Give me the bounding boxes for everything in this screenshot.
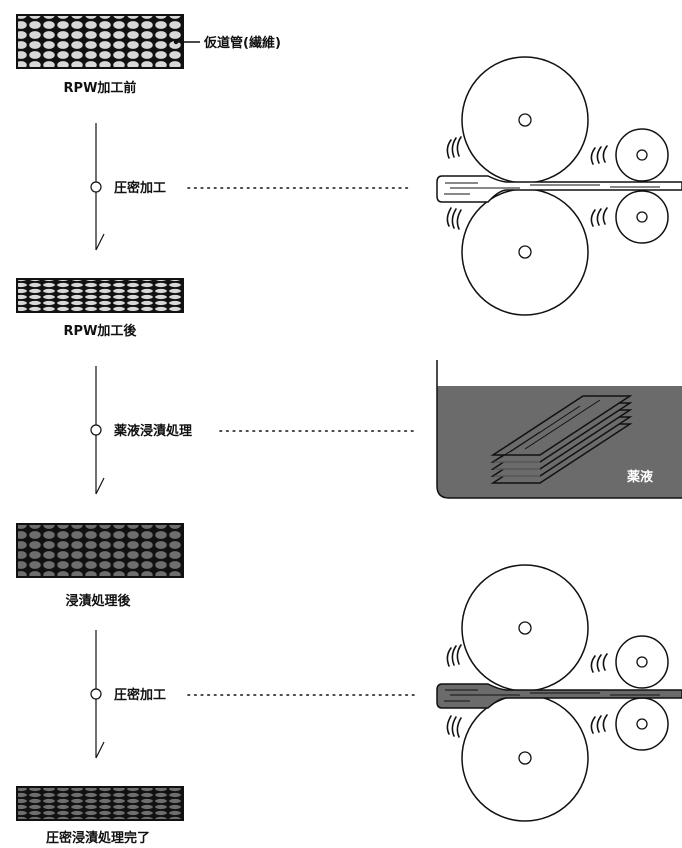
step-2-marker <box>90 424 102 436</box>
stage-4-label: 圧密浸漬処理完了 <box>46 830 150 846</box>
vibration-marks <box>446 136 608 230</box>
fiber-pointer-dot <box>173 39 179 45</box>
fiber-label: 仮道管(繊維) <box>203 35 281 51</box>
stage-1-wood-sample <box>16 14 184 69</box>
upper-main-roller-axle <box>518 621 532 635</box>
step-3-marker <box>90 688 102 700</box>
stage-2-label: RPW加工後 <box>64 323 138 339</box>
board-stack-edges <box>494 461 540 477</box>
stage-4-wood-sample <box>16 786 184 821</box>
lower-main-roller-axle <box>518 751 532 765</box>
lower-small-roller-axle <box>636 718 648 730</box>
step-1-label: 圧密加工 <box>114 180 166 196</box>
treated-wood-board <box>436 683 682 709</box>
stage-1-label: RPW加工前 <box>64 80 137 96</box>
stage-2-wood-sample <box>16 278 184 313</box>
upper-small-roller-axle <box>636 656 648 668</box>
upper-small-roller-axle <box>636 149 648 161</box>
step-1-marker <box>90 181 102 193</box>
board-stack-grain <box>499 399 601 459</box>
vibration-marks <box>446 644 608 738</box>
step-3-label: 圧密加工 <box>114 687 166 703</box>
compression-press-1 <box>436 56 682 316</box>
stage-3-label: 浸漬処理後 <box>65 593 131 609</box>
stage-3-wood-sample <box>16 523 184 578</box>
lower-main-roller-axle <box>518 245 532 259</box>
immersion-tank: 薬液 <box>436 360 682 499</box>
upper-main-roller-axle <box>518 113 532 127</box>
compression-press-2 <box>436 564 682 822</box>
wood-board <box>436 175 682 203</box>
liquid-label: 薬液 <box>626 469 653 485</box>
lower-small-roller-axle <box>636 211 648 223</box>
step-2-label: 薬液浸漬処理 <box>113 423 192 439</box>
